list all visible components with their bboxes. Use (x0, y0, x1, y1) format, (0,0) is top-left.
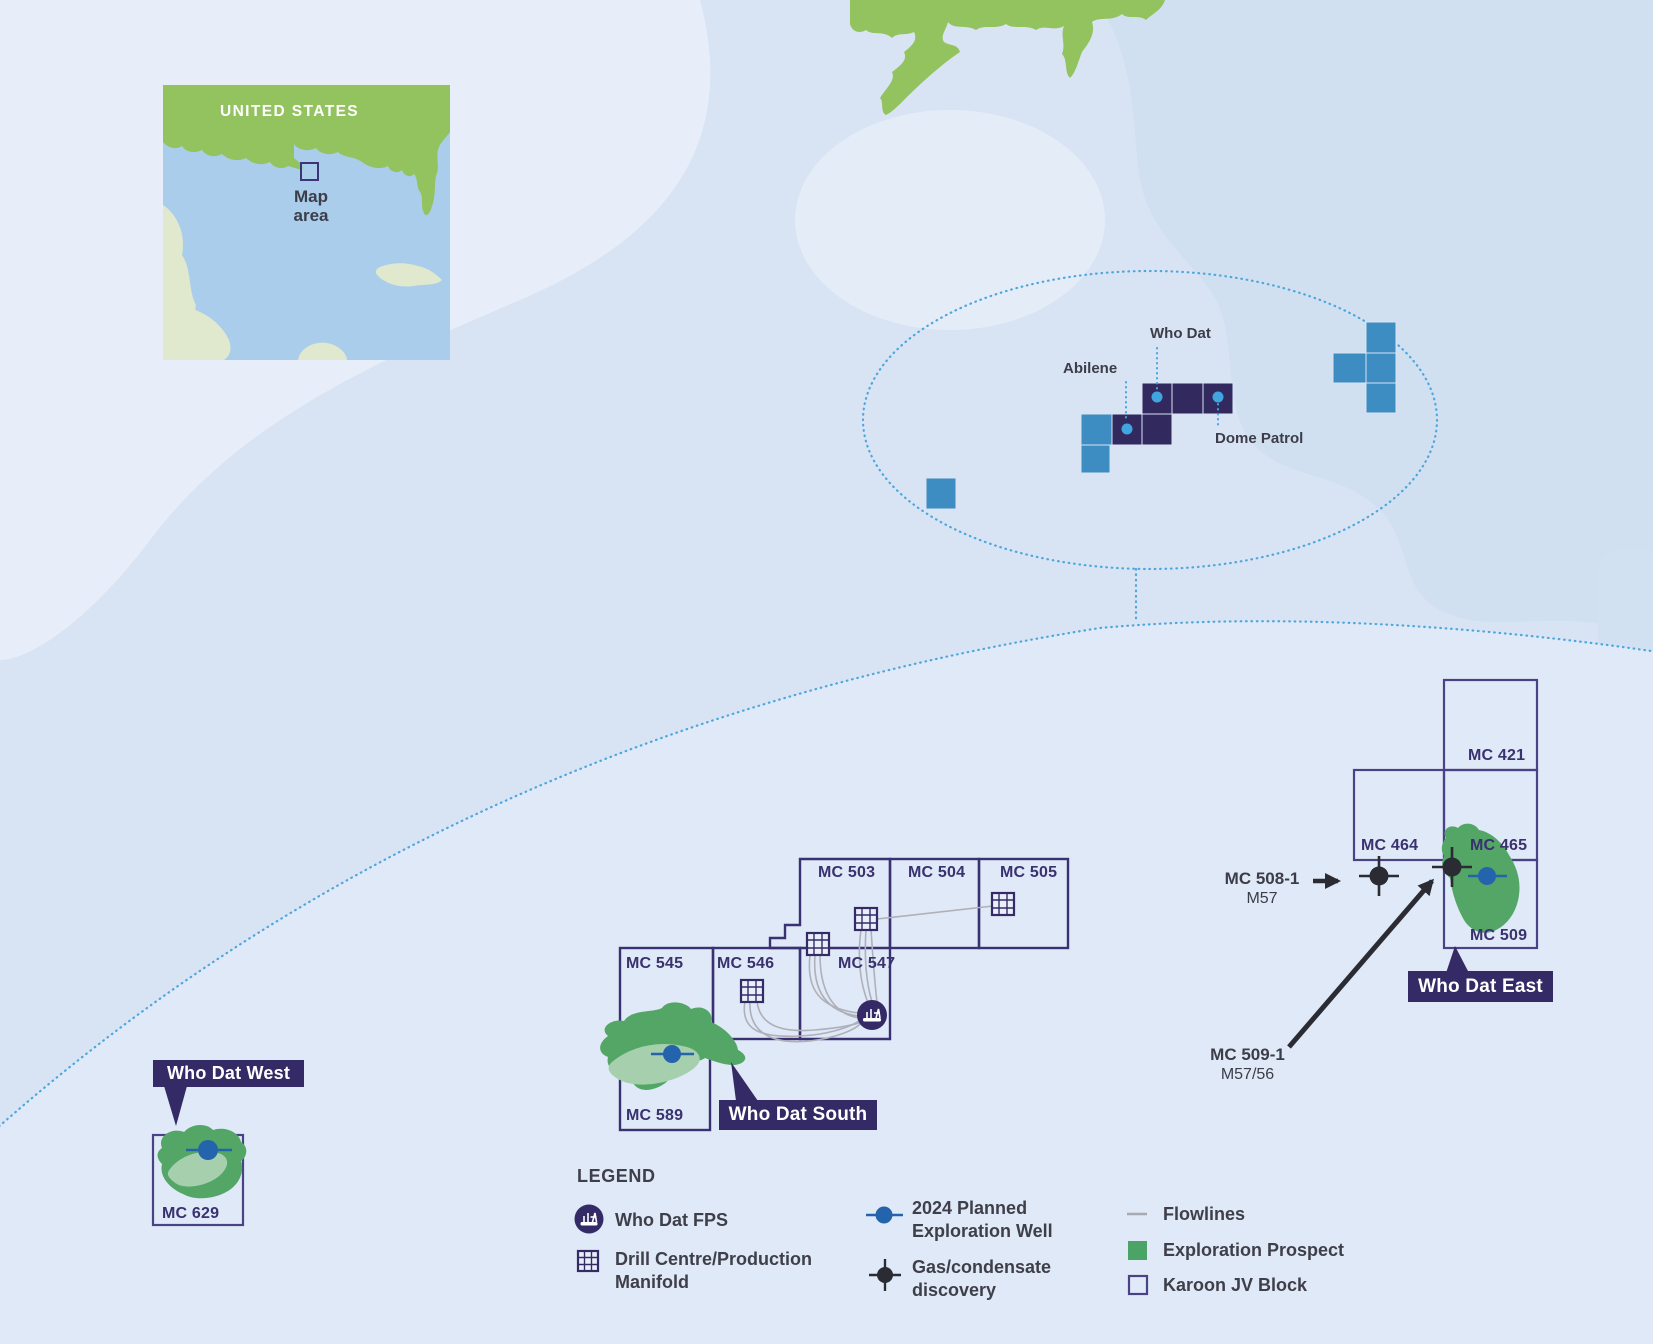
manifold-icon (990, 891, 1016, 917)
callout-who-dat-east: Who Dat East (1408, 971, 1553, 1002)
field-label-abilene: Abilene (1063, 360, 1118, 377)
water-shade-east (1095, 0, 1653, 640)
delta-landmass (850, 0, 1165, 115)
callout-who-dat-west: Who Dat West (153, 1060, 304, 1087)
lease-block-square (925, 477, 957, 510)
discovery-icons (1359, 847, 1472, 896)
overview-ellipse (861, 269, 1439, 571)
who-dat-fps-icon (574, 1204, 604, 1234)
callout-tail-east (1446, 946, 1469, 973)
planned-well-icon (866, 1206, 903, 1224)
lease-block-square (1365, 382, 1397, 414)
field-label-dome-patrol: Dome Patrol (1215, 430, 1304, 447)
manifold-icon (576, 1249, 600, 1273)
abilene-field-dot (1121, 423, 1133, 435)
zoom-indicator-lines (0, 269, 1653, 1128)
block-label-mc421: MC 421 (1468, 747, 1526, 764)
well-label-mc508-1: MC 508-1 M57 (1212, 869, 1312, 909)
gas-discovery-icon (1359, 856, 1399, 896)
block-label-mc547: MC 547 (838, 955, 896, 972)
lease-block-square (1141, 413, 1173, 446)
jv-block-outline-mc546 (711, 946, 802, 1041)
lease-block-square (1332, 352, 1367, 384)
legend-label-discovery: Gas/condensate discovery (912, 1257, 1052, 1301)
manifold-icons (739, 891, 1016, 1004)
overview-blocks (925, 321, 1397, 510)
legend-label-planned-well: 2024 Planned Exploration Well (912, 1198, 1053, 1242)
legend-label-manifold: Drill Centre/Production Manifold (615, 1249, 813, 1293)
callout-who-dat-south: Who Dat South (719, 1100, 877, 1130)
planned-well-icon (1468, 867, 1507, 885)
callout-tail-west (164, 1086, 187, 1126)
legend-label-prospect: Exploration Prospect (1163, 1240, 1345, 1260)
callout-tails (164, 946, 1469, 1126)
manifold-icon (739, 978, 765, 1004)
block-label-mc509: MC 509 (1470, 927, 1528, 944)
field-dots (1121, 391, 1224, 435)
who-dat-field-dot (1151, 391, 1163, 403)
well-label-mc509-1: MC 509-1 M57/56 (1200, 1045, 1295, 1085)
well-detail: M57 (1246, 890, 1278, 908)
manifold-icon (853, 906, 879, 932)
planned-well-icon (651, 1045, 694, 1063)
legend-label-fps: Who Dat FPS (615, 1210, 728, 1230)
block-label-mc503: MC 503 (818, 864, 876, 881)
field-leader-lines (1125, 347, 1219, 429)
callout-tail-south (731, 1062, 758, 1101)
inset-mexico-land-south (163, 304, 231, 360)
lease-block-square (1080, 413, 1113, 446)
block-label-mc629: MC 629 (162, 1205, 220, 1222)
zoom-arc (0, 620, 1653, 1128)
lease-block-square (1080, 444, 1111, 474)
block-label-mc589: MC 589 (626, 1107, 684, 1124)
block-label-mc464: MC 464 (1361, 837, 1419, 854)
gas-discovery-icon (1432, 847, 1472, 887)
manifold-icon (805, 931, 831, 957)
block-label-mc546: MC 546 (717, 955, 775, 972)
water-shade-blob (1598, 550, 1653, 660)
karoon-jv-block-icon (1127, 1274, 1149, 1296)
legend-label-jv-block: Karoon JV Block (1163, 1275, 1308, 1295)
who-dat-fps-icon (857, 1000, 887, 1030)
water-shade-south (0, 621, 1653, 1344)
well-detail: M57/56 (1220, 1066, 1275, 1084)
flowlines (743, 905, 994, 1043)
inset-us-land (163, 85, 450, 216)
lease-block-square (1171, 382, 1204, 415)
block-label-mc505: MC 505 (1000, 864, 1058, 881)
inset-map (163, 85, 450, 360)
inset-yucatan (298, 342, 347, 360)
planned-well-icon (186, 1140, 232, 1160)
legend-label-flowlines: Flowlines (1163, 1204, 1246, 1224)
legend-icons (574, 1204, 1149, 1296)
lease-block-square (1365, 352, 1397, 384)
inset-title: UNITED STATES (220, 103, 360, 120)
block-label-mc504: MC 504 (908, 864, 966, 881)
gas-discovery-icon (869, 1259, 901, 1291)
jv-block-outline-mc505 (977, 857, 1070, 950)
mc509-arrow (1287, 878, 1434, 1049)
well-name: MC 508-1 (1224, 869, 1300, 888)
inset-map-area-label: Map area (293, 187, 329, 225)
prospect-who-dat-west-inner (167, 1151, 228, 1187)
lease-block-square (1365, 321, 1397, 354)
well-name: MC 509-1 (1210, 1045, 1285, 1064)
inset-cuba (375, 263, 442, 287)
exploration-prospect-icon (1128, 1241, 1147, 1260)
field-label-who-dat: Who Dat (1150, 325, 1211, 342)
block-label-mc465: MC 465 (1470, 837, 1528, 854)
inset-map-area-marker (300, 162, 319, 181)
water-shade-center (795, 110, 1105, 330)
dome-patrol-field-dot (1212, 391, 1224, 403)
legend-heading: LEGEND (577, 1166, 656, 1186)
block-label-mc545: MC 545 (626, 955, 684, 972)
planned-wells (186, 867, 1507, 1160)
